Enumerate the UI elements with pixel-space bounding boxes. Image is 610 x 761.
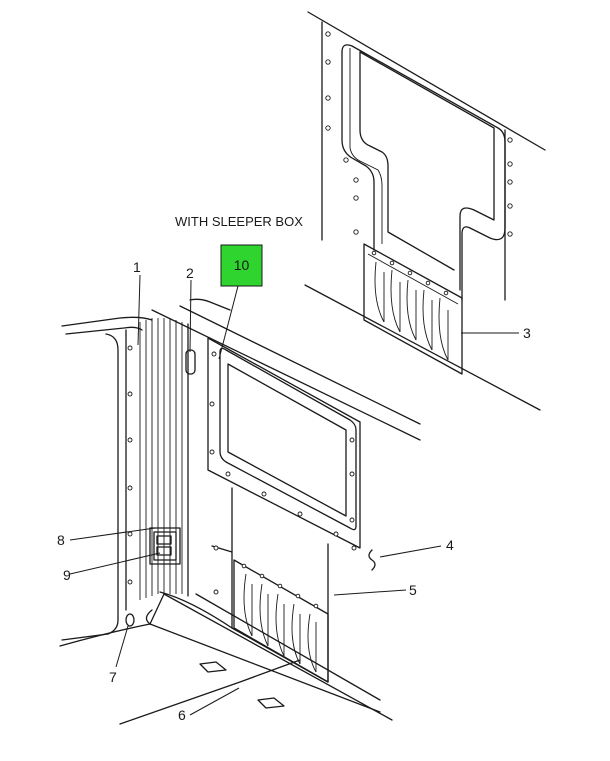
callout-2: 2	[186, 265, 194, 281]
sleeper-box-inset	[304, 11, 546, 411]
callout-10: 10	[234, 257, 250, 273]
retaining-clip	[368, 549, 376, 571]
callout-9: 9	[63, 567, 71, 583]
highlighted-callout-10[interactable]: 10	[220, 244, 263, 287]
view-caption: WITH SLEEPER BOX	[175, 214, 303, 229]
callout-7: 7	[109, 669, 117, 685]
callout-5: 5	[409, 582, 417, 598]
side-window-frame	[207, 337, 361, 549]
drain-hole	[125, 613, 135, 627]
cab-side-main-view	[59, 298, 421, 725]
leader-lines	[69, 274, 519, 716]
callout-8: 8	[57, 532, 65, 548]
callout-4: 4	[446, 537, 454, 553]
callout-1: 1	[133, 259, 141, 275]
switch-housing	[149, 527, 181, 565]
callout-3: 3	[523, 325, 531, 341]
highlight-box	[220, 244, 263, 287]
callout-6: 6	[178, 707, 186, 723]
